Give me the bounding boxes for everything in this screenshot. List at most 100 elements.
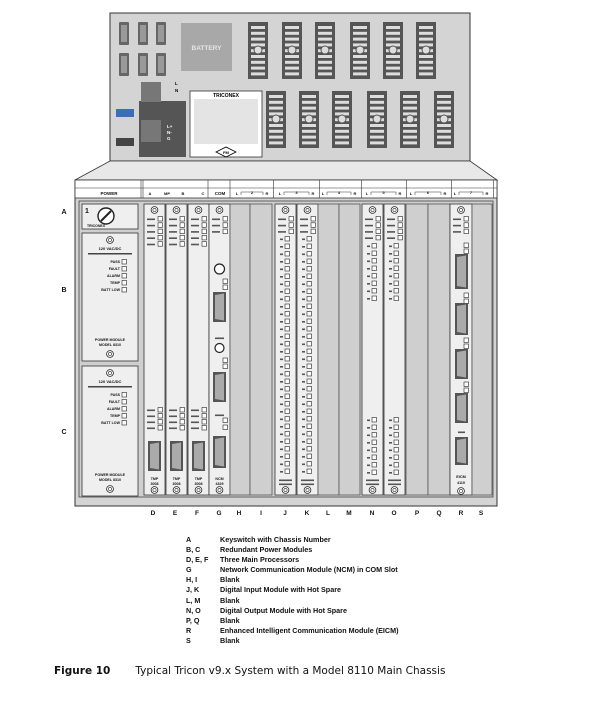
polygon: [457, 438, 466, 464]
led-label: [280, 291, 283, 293]
blank-panel: [405, 203, 429, 496]
connector-pin-row: [403, 124, 417, 127]
slot-letter: H: [237, 510, 242, 517]
connector-pin-row: [269, 124, 283, 127]
processor-name: TMP: [195, 477, 203, 481]
group-bracket: [370, 191, 397, 195]
led-indicator: [393, 417, 399, 423]
blank-panel: [317, 203, 340, 496]
led-label: [302, 306, 305, 308]
connector-pin-row: [386, 60, 400, 64]
circle: [457, 206, 465, 214]
led-indicator: [288, 228, 294, 234]
led-indicator: [121, 406, 127, 412]
led-label: [365, 224, 373, 227]
slot-letter: P: [415, 510, 420, 517]
led-label: [302, 463, 305, 466]
led-label: [367, 290, 370, 293]
led-indicator: [306, 251, 312, 257]
led-indicator: [284, 408, 290, 414]
legend-key: D, E, F: [186, 555, 209, 565]
slot-letter: S: [479, 510, 484, 517]
led-label: [280, 246, 283, 248]
led-indicator: [179, 235, 185, 241]
power-rating-text: [88, 253, 132, 255]
keyswitch-key: [100, 210, 112, 222]
led-label: [212, 231, 220, 233]
led-label: [191, 409, 199, 412]
led-label: [301, 483, 314, 486]
connector-pin-row: [318, 66, 332, 70]
led-label: [169, 218, 177, 221]
led-indicator: [306, 461, 312, 467]
comm-port: [213, 292, 226, 322]
comm-port: [455, 303, 468, 335]
connector-pin-row: [318, 43, 332, 47]
connector-pin-row: [335, 100, 349, 104]
led-label: [302, 388, 305, 391]
group-right-label: R: [486, 191, 489, 196]
connector-pin-row: [269, 135, 283, 139]
connector-pin-row: [285, 26, 299, 29]
group-bracket: [414, 191, 442, 195]
led-label: [302, 298, 305, 301]
led-label: [212, 224, 220, 227]
led-label: [367, 472, 370, 474]
legend-text: Digital Output Module with Hot Spare: [220, 605, 347, 615]
circle: [390, 486, 399, 494]
led-indicator: [284, 273, 290, 279]
led-label: [302, 246, 305, 248]
led-indicator: [463, 343, 469, 349]
connector-pin-row: [335, 129, 349, 133]
led-label: [280, 448, 283, 451]
connector-pin-row: [318, 55, 332, 58]
circle: [172, 486, 181, 494]
led-indicator: [284, 341, 290, 347]
screw-icon: [390, 206, 399, 214]
led-label: [280, 358, 283, 361]
dsub-connector: [119, 53, 129, 76]
led-label: [278, 231, 286, 233]
field-connector: [416, 22, 436, 79]
connector-pin-row: [437, 100, 451, 104]
circle: [217, 488, 222, 492]
led-label: [302, 411, 305, 413]
led-label: [302, 366, 305, 368]
led-indicator: [371, 250, 377, 256]
legend-key: G: [186, 565, 192, 575]
slot-letter: I: [260, 510, 262, 517]
connector-pin-row: [403, 135, 417, 139]
led-indicator: [393, 288, 399, 294]
comm-port: [148, 441, 161, 471]
screw-icon: [172, 206, 181, 214]
circle: [283, 488, 288, 492]
led-label: [367, 457, 370, 459]
field-connectors: [248, 22, 454, 148]
led-indicator: [222, 284, 228, 290]
connector-pin-row: [370, 124, 384, 127]
dsub-pins: [121, 25, 127, 42]
comm-port: [192, 441, 205, 471]
led-label: [279, 483, 292, 486]
screw-icon: [150, 486, 159, 494]
circle: [174, 208, 179, 212]
led-indicator: [371, 432, 377, 438]
led-label: [191, 237, 199, 239]
circle: [106, 350, 114, 358]
power-led-label: TEMP: [110, 414, 121, 418]
led-label: [278, 224, 286, 227]
led-indicator: [284, 438, 290, 444]
led-label: [389, 427, 392, 429]
connector-pin-row: [370, 141, 384, 145]
led-indicator: [121, 287, 127, 293]
led-indicator: [393, 295, 399, 301]
field-connector: [434, 91, 454, 148]
connector-pin-row: [269, 141, 283, 145]
led-label: [169, 421, 177, 424]
slot-letter: F: [195, 510, 199, 517]
group-number: 3: [295, 190, 298, 195]
